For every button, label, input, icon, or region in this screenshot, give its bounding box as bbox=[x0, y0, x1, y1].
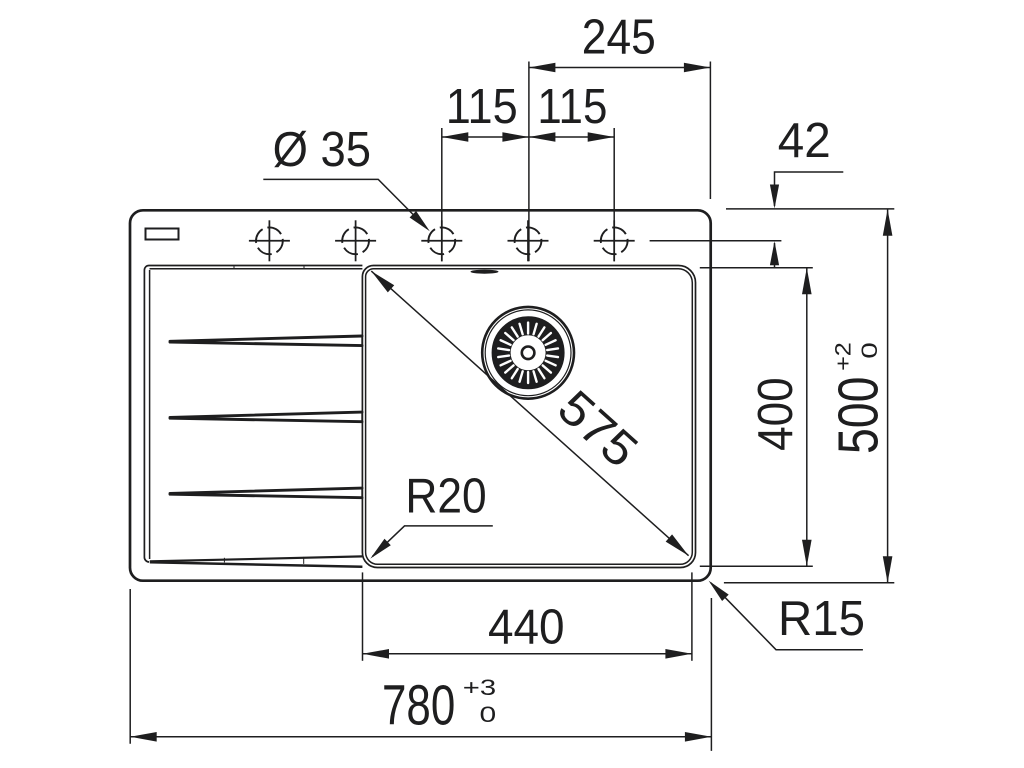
svg-text:440: 440 bbox=[488, 600, 565, 654]
svg-text:+3: +3 bbox=[463, 675, 496, 700]
svg-text:115: 115 bbox=[446, 80, 518, 134]
svg-text:Ø 35: Ø 35 bbox=[273, 123, 371, 177]
svg-text:42: 42 bbox=[778, 114, 831, 168]
svg-text:+2: +2 bbox=[831, 342, 856, 371]
svg-text:115: 115 bbox=[537, 80, 607, 134]
svg-text:R20: R20 bbox=[405, 469, 486, 523]
svg-text:575: 575 bbox=[547, 380, 647, 478]
svg-text:245: 245 bbox=[582, 11, 656, 65]
svg-text:500: 500 bbox=[827, 377, 891, 455]
svg-text:R15: R15 bbox=[778, 592, 865, 646]
svg-text:780: 780 bbox=[382, 674, 455, 738]
svg-text:400: 400 bbox=[749, 377, 803, 451]
svg-text:0: 0 bbox=[857, 342, 882, 359]
svg-text:0: 0 bbox=[480, 702, 497, 727]
